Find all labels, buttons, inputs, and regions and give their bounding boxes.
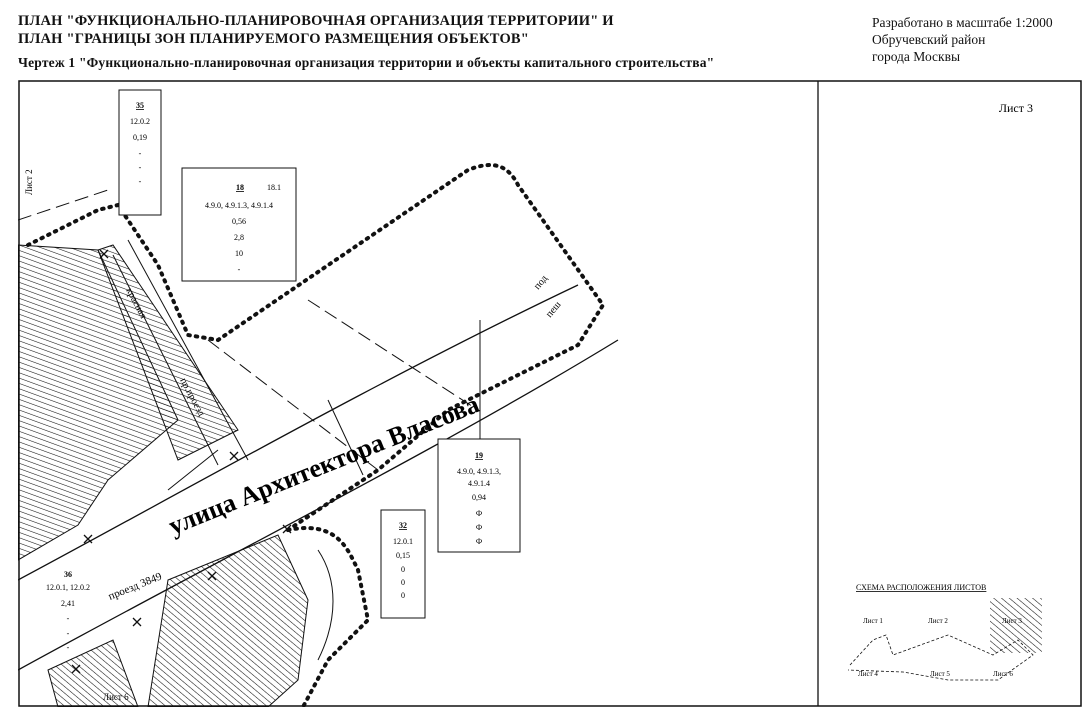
svg-text:0: 0	[401, 591, 405, 600]
svg-text:4.9.0, 4.9.1.3, 4.9.1.4: 4.9.0, 4.9.1.3, 4.9.1.4	[205, 201, 273, 210]
parcel-18-sub: 18.1	[267, 183, 281, 192]
map-drawing[interactable]: улица Архитектора Власова проезд 3849 кр…	[18, 80, 1082, 707]
parcel-32-boundary	[286, 526, 371, 707]
svg-text:-: -	[238, 265, 241, 274]
street-edge-north	[18, 284, 579, 581]
header: ПЛАН "ФУНКЦИОНАЛЬНО-ПЛАНИРОВОЧНАЯ ОРГАНИ…	[0, 0, 1084, 80]
svg-text:-: -	[139, 163, 142, 172]
svg-text:0,56: 0,56	[232, 217, 246, 226]
scale-note: Разработано в масштабе 1:2000	[872, 15, 1053, 30]
key-map-current-sheet	[990, 598, 1042, 653]
svg-text:4.9.0, 4.9.1.3,: 4.9.0, 4.9.1.3,	[457, 467, 501, 476]
parcel-card-19[interactable]: 19 4.9.0, 4.9.1.3, 4.9.1.4 0,94 Ф Ф Ф	[437, 438, 521, 553]
svg-text:Лист 2: Лист 2	[928, 617, 948, 625]
svg-text:Лист 3: Лист 3	[1002, 617, 1022, 625]
planning-boundary-dotted	[26, 163, 606, 532]
boundary-markers	[71, 249, 292, 674]
parcel-19-id: 19	[475, 451, 483, 460]
map-content: улица Архитектора Власова проезд 3849 кр…	[18, 163, 619, 707]
drawing-title: Чертеж 1 "Функционально-планировочная ор…	[18, 55, 715, 70]
svg-text:-: -	[67, 614, 70, 623]
hatched-block-bottom	[147, 534, 309, 707]
title-line-1: ПЛАН "ФУНКЦИОНАЛЬНО-ПЛАНИРОВОЧНАЯ ОРГАНИ…	[18, 13, 614, 29]
svg-text:Ф: Ф	[476, 523, 482, 532]
svg-text:0: 0	[401, 565, 405, 574]
edge-label-bottom: Лист 6	[103, 692, 129, 702]
pod-label: под	[532, 273, 550, 292]
svg-text:12.0.2: 12.0.2	[130, 117, 150, 126]
parcel-card-35[interactable]: 35 12.0.2 0,19 - - -	[118, 89, 162, 216]
svg-text:Лист 5: Лист 5	[930, 670, 950, 678]
svg-text:-: -	[139, 149, 142, 158]
district-name: Обручевский район	[872, 32, 986, 47]
svg-text:-: -	[139, 177, 142, 186]
svg-text:2,41: 2,41	[61, 599, 75, 608]
svg-text:12.0.1, 12.0.2: 12.0.1, 12.0.2	[46, 583, 90, 592]
parcel-36-id: 36	[64, 570, 72, 579]
sheet-label: Лист 3	[999, 101, 1033, 115]
pesh-label: пеш	[544, 299, 564, 320]
svg-text:4.9.1.4: 4.9.1.4	[468, 479, 490, 488]
scale-block: Разработано в масштабе 1:2000 Обручевски…	[872, 14, 1053, 65]
svg-text:10: 10	[235, 249, 243, 258]
sheet-layout-scheme[interactable]: СХЕМА РАСПОЛОЖЕНИЯ ЛИСТОВ Лист 1 Лист 2 …	[847, 583, 1042, 681]
hatched-strip	[97, 244, 239, 461]
svg-text:0,94: 0,94	[472, 493, 486, 502]
svg-text:Лист 6: Лист 6	[993, 670, 1013, 678]
parcel-card-18[interactable]: 18 18.1 4.9.0, 4.9.1.3, 4.9.1.4 0,56 2,8…	[181, 167, 297, 282]
svg-text:Лист 4: Лист 4	[858, 670, 878, 678]
svg-text:-: -	[67, 643, 70, 652]
key-map-title: СХЕМА РАСПОЛОЖЕНИЯ ЛИСТОВ	[856, 583, 986, 592]
edge-label-left: Лист 2	[24, 169, 34, 195]
city-name: города Москвы	[872, 49, 961, 64]
svg-text:Ф: Ф	[476, 537, 482, 546]
svg-text:12.0.1: 12.0.1	[393, 537, 413, 546]
parcel-32-id: 32	[399, 521, 407, 530]
parcel-18-id: 18	[236, 183, 244, 192]
svg-text:0,15: 0,15	[396, 551, 410, 560]
parcel-card-32[interactable]: 32 12.0.1 0,15 0 0 0	[380, 509, 426, 619]
passage-label: проезд 3849	[107, 570, 164, 602]
parcel-label-36[interactable]: 36 12.0.1, 12.0.2 2,41 - - -	[46, 570, 90, 652]
svg-text:-: -	[67, 629, 70, 638]
svg-text:2,8: 2,8	[234, 233, 244, 242]
hatched-block-bottom-left	[47, 639, 139, 707]
svg-text:0,19: 0,19	[133, 133, 147, 142]
svg-text:Лист 1: Лист 1	[863, 617, 883, 625]
parcel-35-id: 35	[136, 101, 144, 110]
svg-text:Ф: Ф	[476, 509, 482, 518]
title-line-2: ПЛАН "ГРАНИЦЫ ЗОН ПЛАНИРУЕМОГО РАЗМЕЩЕНИ…	[18, 31, 530, 47]
svg-text:0: 0	[401, 578, 405, 587]
hatched-block-left	[18, 244, 179, 561]
